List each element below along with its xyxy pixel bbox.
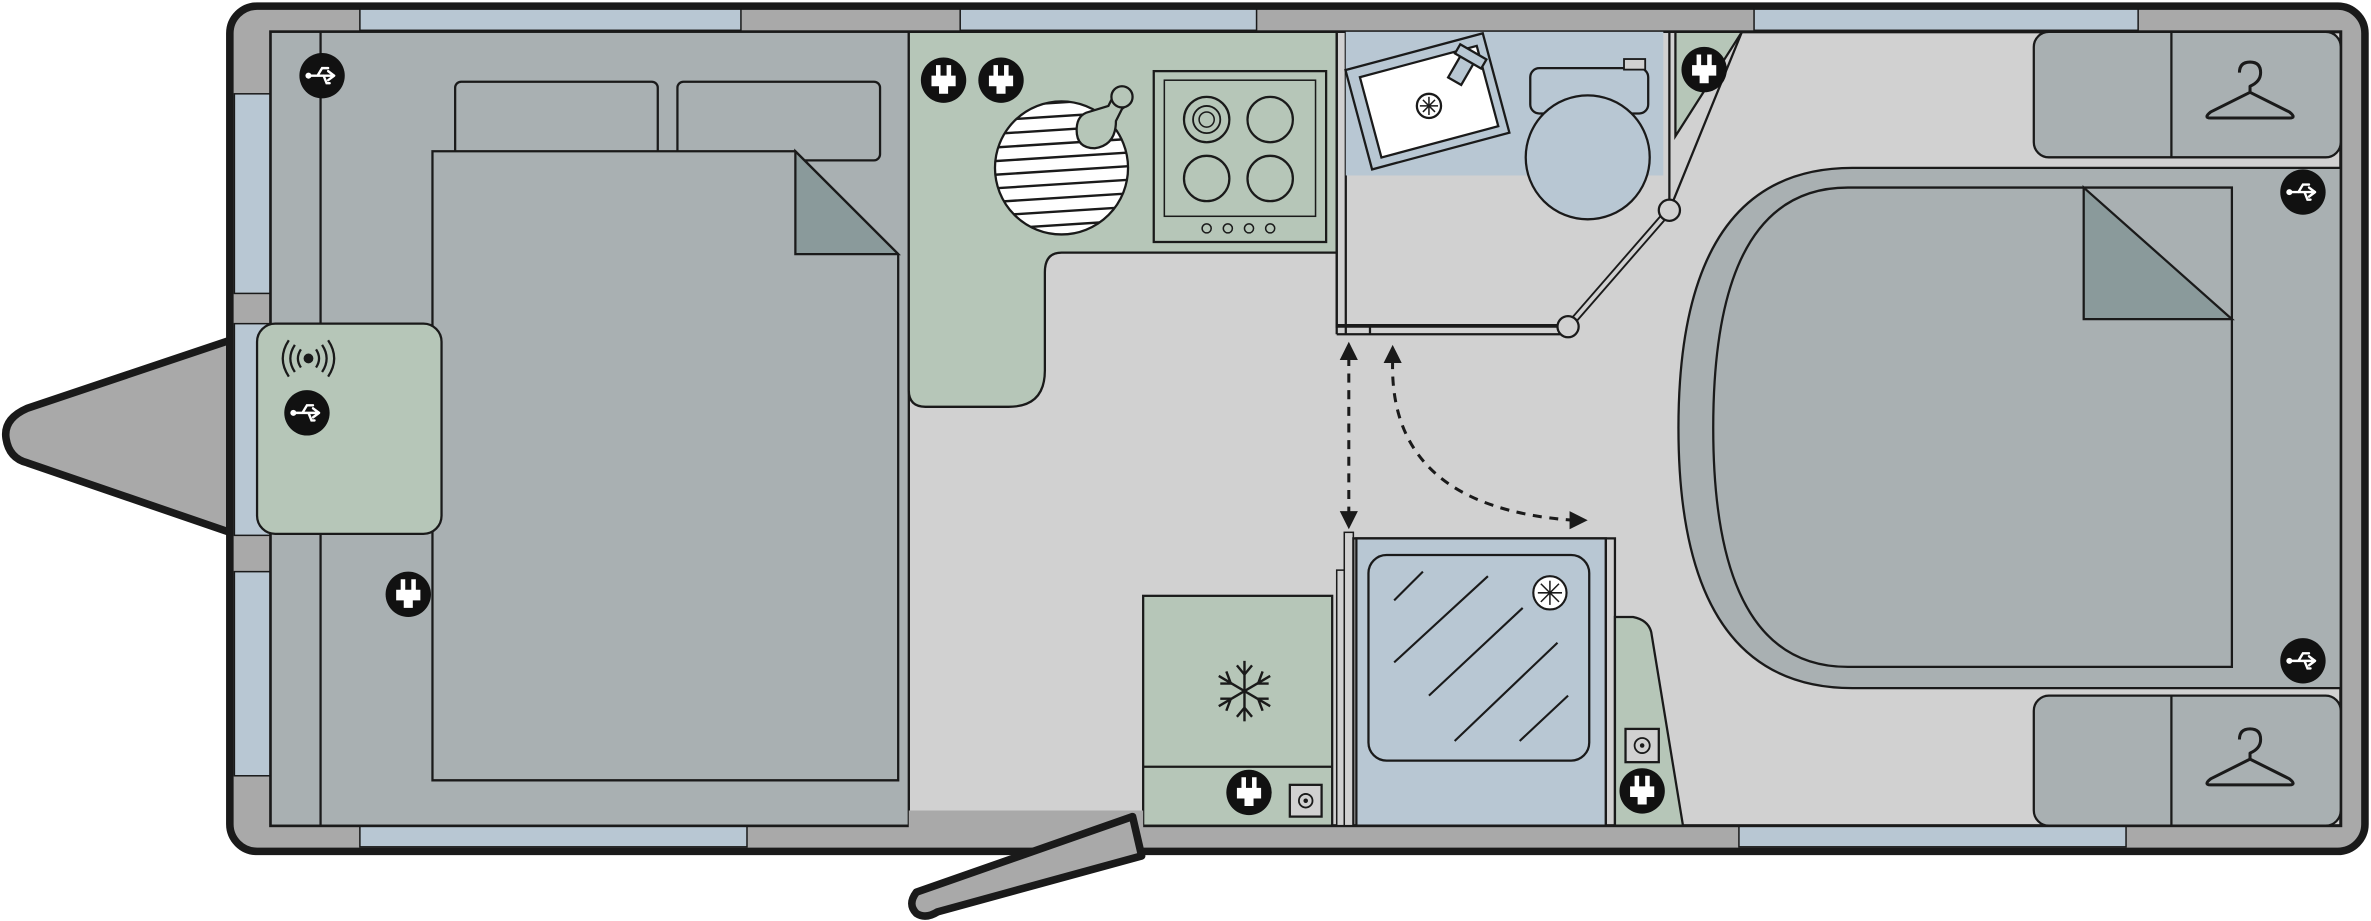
coat-hanger-icon <box>2205 60 2295 120</box>
front-duvet <box>431 150 900 782</box>
front-chest <box>255 322 443 535</box>
gas-hob-icon <box>1152 69 1328 244</box>
mains-socket-icon <box>1226 769 1272 816</box>
door-swing-arrows <box>1347 356 1573 522</box>
window-bottom-1 <box>359 824 748 848</box>
washbasin-icon <box>1344 31 1511 171</box>
mains-socket-icon <box>385 571 431 618</box>
mains-socket-icon <box>1681 46 1727 93</box>
wardrobe-top <box>2032 30 2342 159</box>
usb-socket-icon <box>284 390 330 436</box>
shower-tray <box>1367 553 1591 762</box>
front-duvet-fold <box>794 148 901 256</box>
fridge-snowflake-icon <box>1218 660 1271 722</box>
shower-wall <box>1335 569 1346 827</box>
mains-socket-icon <box>1619 768 1665 814</box>
mains-socket-icon <box>920 57 967 103</box>
aerial-socket <box>1624 727 1660 764</box>
wifi-signal-icon <box>281 339 336 378</box>
mains-socket-icon <box>978 57 1024 103</box>
shower-icon <box>1393 570 1569 742</box>
coat-hanger-icon <box>2205 727 2295 787</box>
window-top-1 <box>359 8 742 32</box>
window-top-3 <box>1753 8 2139 32</box>
window-top-2 <box>959 8 1258 32</box>
pillow-right <box>676 80 882 162</box>
rear-duvet-fold <box>2082 185 2235 321</box>
drawbar <box>1 336 234 537</box>
window-front-2 <box>233 570 272 777</box>
toilet-icon <box>1524 58 1651 221</box>
entrance-door[interactable] <box>908 812 1146 920</box>
window-front-1 <box>233 93 272 295</box>
usb-socket-icon <box>2280 169 2326 215</box>
wardrobe-bottom <box>2032 694 2342 827</box>
usb-socket-icon <box>299 52 345 99</box>
usb-socket-icon <box>2280 638 2326 684</box>
window-bottom-2 <box>1738 824 2127 848</box>
pillow-left <box>454 80 659 162</box>
